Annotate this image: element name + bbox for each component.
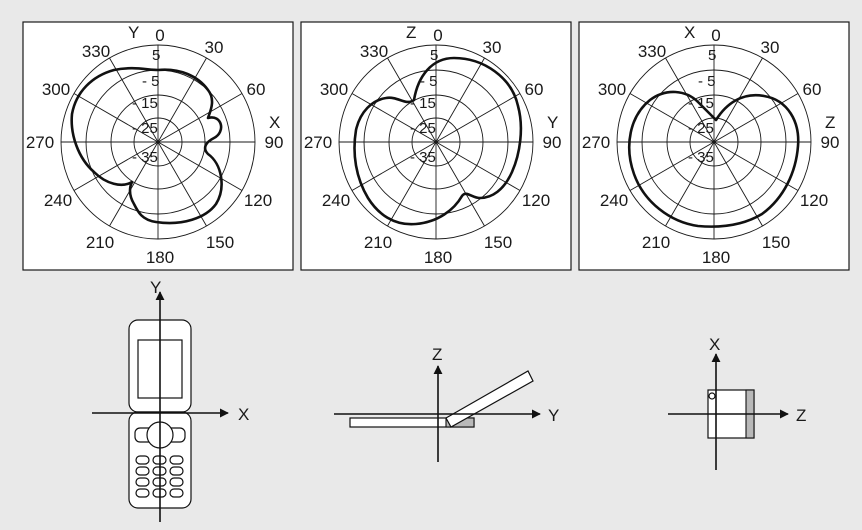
angle-label-180: 180 bbox=[702, 248, 730, 267]
radius-labels: 5 - 5 - 15 - 25 - 35 bbox=[132, 47, 160, 166]
radius-label: - 5 bbox=[142, 73, 160, 90]
radius-label: - 35 bbox=[688, 149, 714, 166]
axis-label-right: X bbox=[269, 113, 280, 132]
radius-label: - 15 bbox=[132, 95, 158, 112]
angle-label-240: 240 bbox=[322, 191, 350, 210]
angle-label-150: 150 bbox=[206, 233, 234, 252]
angle-label-30: 30 bbox=[205, 38, 224, 57]
axis-label-top: Y bbox=[128, 23, 139, 42]
angle-label-210: 210 bbox=[364, 233, 392, 252]
keypad bbox=[135, 455, 184, 498]
polar-grid bbox=[60, 44, 256, 240]
axis-label-horizontal: X bbox=[238, 405, 249, 424]
angle-label-0: 0 bbox=[155, 26, 164, 45]
radius-label: - 35 bbox=[410, 149, 436, 166]
radiation-pattern bbox=[353, 56, 523, 226]
phone-orientation-side: Z Y bbox=[334, 345, 559, 462]
radius-label: - 15 bbox=[688, 95, 714, 112]
angle-label-30: 30 bbox=[483, 38, 502, 57]
angle-label-180: 180 bbox=[146, 248, 174, 267]
radius-label: 5 bbox=[708, 47, 716, 64]
radius-labels: 5 - 5 - 15 - 25 - 35 bbox=[410, 47, 438, 166]
radius-label: - 15 bbox=[410, 95, 436, 112]
angle-label-0: 0 bbox=[433, 26, 442, 45]
angle-labels: 0 30 60 90 120 150 180 210 240 270 300 3… bbox=[26, 26, 284, 267]
phone-orientation-front: Y X bbox=[92, 278, 249, 522]
radius-label: 5 bbox=[430, 47, 438, 64]
angle-label-180: 180 bbox=[424, 248, 452, 267]
angle-label-90: 90 bbox=[543, 133, 562, 152]
angle-label-300: 300 bbox=[42, 80, 70, 99]
radius-label: - 25 bbox=[688, 120, 714, 137]
angle-label-150: 150 bbox=[484, 233, 512, 252]
angle-label-120: 120 bbox=[522, 191, 550, 210]
radius-label: - 5 bbox=[698, 73, 716, 90]
angle-label-330: 330 bbox=[360, 42, 388, 61]
angle-label-240: 240 bbox=[44, 191, 72, 210]
polar-grid bbox=[338, 44, 534, 240]
radius-label: - 25 bbox=[410, 120, 436, 137]
angle-label-270: 270 bbox=[582, 133, 610, 152]
angle-label-120: 120 bbox=[244, 191, 272, 210]
angle-label-270: 270 bbox=[304, 133, 332, 152]
angle-label-60: 60 bbox=[525, 80, 544, 99]
axis-label-vertical: Y bbox=[150, 278, 161, 297]
radius-label: - 35 bbox=[132, 149, 158, 166]
angle-label-90: 90 bbox=[821, 133, 840, 152]
phone-icon bbox=[349, 370, 534, 428]
polar-plot-3: 5 - 5 - 15 - 25 - 35 0 30 60 90 120 150 … bbox=[578, 21, 850, 271]
angle-label-60: 60 bbox=[247, 80, 266, 99]
axis-label-horizontal: Z bbox=[796, 406, 806, 425]
axis-label-right: Z bbox=[825, 113, 835, 132]
angle-label-210: 210 bbox=[86, 233, 114, 252]
angle-labels: 0 30 60 90 120 150 180 210 240 270 300 3… bbox=[304, 26, 562, 267]
angle-label-300: 300 bbox=[320, 80, 348, 99]
radius-labels: 5 - 5 - 15 - 25 - 35 bbox=[688, 47, 716, 166]
axis-label-top: X bbox=[684, 23, 695, 42]
angle-label-0: 0 bbox=[711, 26, 720, 45]
radiation-pattern bbox=[627, 90, 800, 228]
polar-plot-2: 5 - 5 - 15 - 25 - 35 0 30 60 90 120 150 … bbox=[300, 21, 572, 271]
phone-orientation-top: X Z bbox=[668, 335, 806, 470]
angle-label-30: 30 bbox=[761, 38, 780, 57]
angle-label-330: 330 bbox=[82, 42, 110, 61]
axis-label-horizontal: Y bbox=[548, 406, 559, 425]
axis-label-right: Y bbox=[547, 113, 558, 132]
angle-label-90: 90 bbox=[265, 133, 284, 152]
radius-label: - 25 bbox=[132, 120, 158, 137]
axis-label-vertical: X bbox=[709, 335, 720, 354]
radiation-pattern bbox=[70, 66, 223, 225]
angle-labels: 0 30 60 90 120 150 180 210 240 270 300 3… bbox=[582, 26, 840, 267]
radius-label: 5 bbox=[152, 47, 160, 64]
angle-label-330: 330 bbox=[638, 42, 666, 61]
polar-plot-1: 5 - 5 - 15 - 25 - 35 0 30 60 90 120 150 … bbox=[22, 21, 294, 271]
angle-label-150: 150 bbox=[762, 233, 790, 252]
polar-grid bbox=[616, 44, 812, 240]
angle-label-120: 120 bbox=[800, 191, 828, 210]
angle-label-210: 210 bbox=[642, 233, 670, 252]
angle-label-60: 60 bbox=[803, 80, 822, 99]
axis-label-top: Z bbox=[406, 23, 416, 42]
angle-label-240: 240 bbox=[600, 191, 628, 210]
angle-label-270: 270 bbox=[26, 133, 54, 152]
radius-label: - 5 bbox=[420, 73, 438, 90]
angle-label-300: 300 bbox=[598, 80, 626, 99]
axis-label-vertical: Z bbox=[432, 345, 442, 364]
